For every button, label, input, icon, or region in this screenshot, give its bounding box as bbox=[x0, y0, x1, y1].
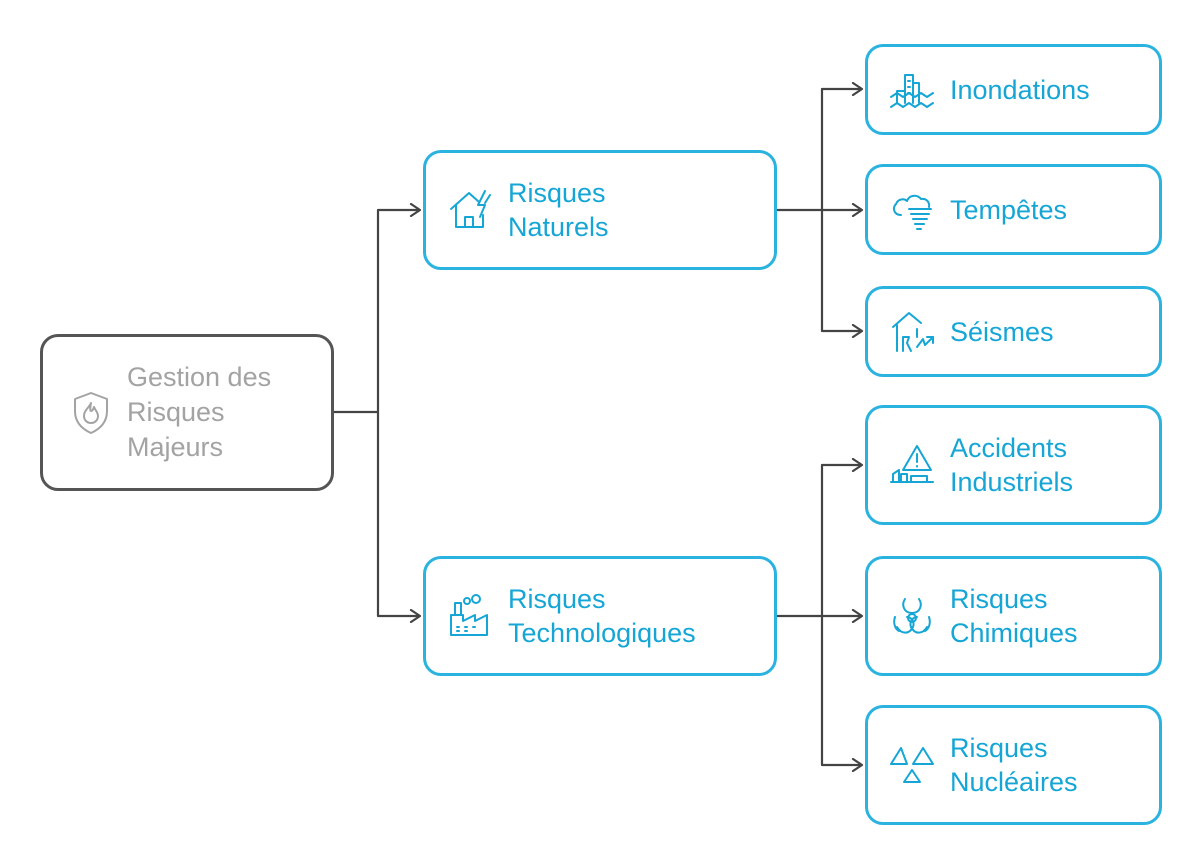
house-lightning-icon bbox=[442, 185, 498, 235]
leaf-label-seismes: Séismes bbox=[950, 315, 1054, 349]
leaf-label-inondations: Inondations bbox=[950, 73, 1090, 107]
earthquake-house-icon bbox=[884, 307, 940, 357]
leaf-label-accidents-industriels: Accidents Industriels bbox=[950, 431, 1073, 499]
branch-label-line-2: Technologiques bbox=[508, 618, 696, 648]
connector-technologiques-to-accidents bbox=[820, 465, 862, 616]
leaf-label-line-1: Risques bbox=[950, 584, 1048, 614]
branch-label-risques-naturels: Risques Naturels bbox=[508, 176, 609, 244]
connector-root-to-technologiques bbox=[376, 412, 420, 616]
branch-label-line-2: Naturels bbox=[508, 212, 609, 242]
leaf-node-accidents-industriels: Accidents Industriels bbox=[865, 405, 1162, 525]
leaf-label-line-1: Tempêtes bbox=[950, 194, 1068, 225]
biohazard-icon bbox=[884, 591, 940, 641]
leaf-label-risques-chimiques: Risques Chimiques bbox=[950, 582, 1078, 650]
radiation-icon bbox=[884, 740, 940, 790]
industrial-warning-icon bbox=[884, 440, 940, 490]
leaf-node-risques-chimiques: Risques Chimiques bbox=[865, 556, 1162, 676]
connector-naturels-to-inondations bbox=[820, 89, 862, 210]
leaf-node-tempetes: Tempêtes bbox=[865, 164, 1162, 255]
leaf-label-line-1: Inondations bbox=[950, 74, 1090, 105]
branch-node-risques-technologiques: Risques Technologiques bbox=[423, 556, 777, 676]
root-label-line-3: Majeurs bbox=[127, 432, 224, 462]
branch-node-risques-naturels: Risques Naturels bbox=[423, 150, 777, 270]
leaf-label-tempetes: Tempêtes bbox=[950, 193, 1067, 227]
leaf-label-line-2: Chimiques bbox=[950, 618, 1078, 648]
connector-root-to-naturels bbox=[376, 210, 420, 412]
leaf-label-line-2: Nucléaires bbox=[950, 767, 1078, 797]
factory-icon bbox=[442, 591, 498, 641]
root-node: Gestion des Risques Majeurs bbox=[40, 334, 334, 491]
leaf-label-risques-nucleaires: Risques Nucléaires bbox=[950, 731, 1078, 799]
connector-technologiques-to-nucleaires bbox=[820, 616, 862, 765]
leaf-node-risques-nucleaires: Risques Nucléaires bbox=[865, 705, 1162, 825]
root-label: Gestion des Risques Majeurs bbox=[127, 360, 271, 465]
leaf-node-seismes: Séismes bbox=[865, 286, 1162, 377]
shield-flame-icon bbox=[63, 389, 119, 437]
root-label-line-2: Risques bbox=[127, 397, 225, 427]
branch-label-line-1: Risques bbox=[508, 178, 606, 208]
leaf-label-line-1: Accidents bbox=[950, 433, 1068, 463]
connector-naturels-to-seismes bbox=[820, 210, 862, 331]
storm-cloud-icon bbox=[884, 187, 940, 233]
branch-label-risques-technologiques: Risques Technologiques bbox=[508, 582, 696, 650]
leaf-node-inondations: Inondations bbox=[865, 44, 1162, 135]
leaf-label-line-2: Industriels bbox=[950, 467, 1074, 497]
leaf-label-line-1: Séismes bbox=[950, 316, 1054, 347]
root-label-line-1: Gestion des bbox=[127, 362, 272, 392]
flooded-city-icon bbox=[884, 67, 940, 113]
branch-label-line-1: Risques bbox=[508, 584, 606, 614]
leaf-label-line-1: Risques bbox=[950, 733, 1048, 763]
